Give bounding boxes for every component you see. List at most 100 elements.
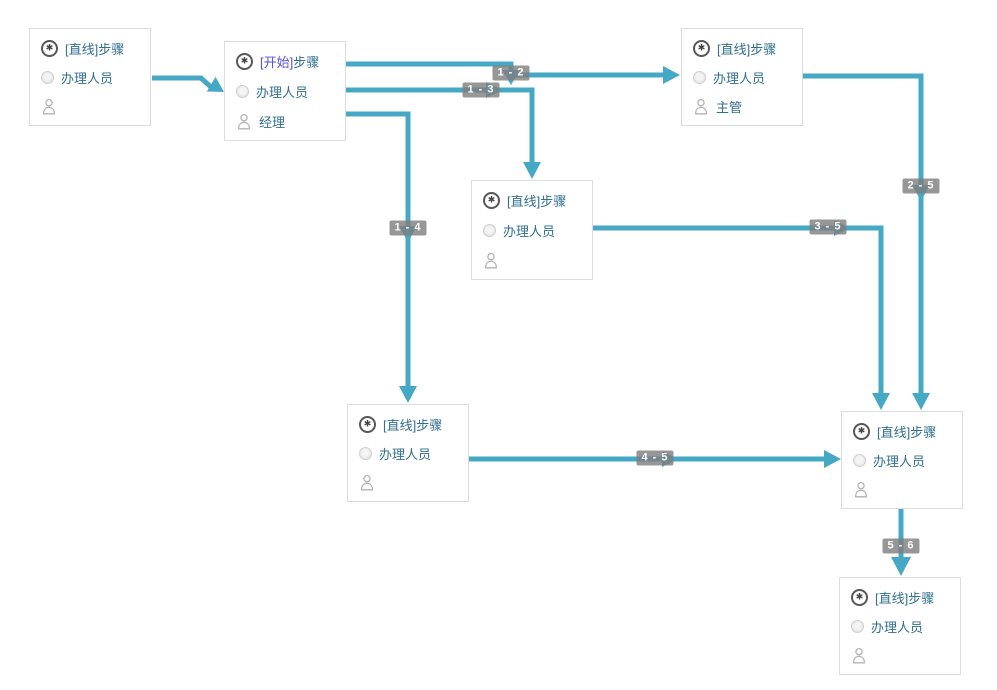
step-icon: ✱ (41, 39, 58, 57)
person-icon (360, 474, 374, 490)
step-node-6[interactable]: ✱ [直线]步骤 办理人员 (841, 411, 963, 509)
assignee-radio-icon (853, 453, 866, 467)
node-title-prefix: [直线] (877, 424, 911, 440)
step-icon-glyph: ✱ (45, 42, 54, 52)
node-title-prefix: [直线] (717, 41, 751, 57)
step-node-4[interactable]: ✱ [直线]步骤 办理人员 (471, 180, 593, 280)
step-icon: ✱ (236, 52, 253, 70)
node-title-suffix: 步骤 (293, 54, 320, 70)
node-assignee-row: 办理人员 (693, 67, 791, 87)
node-person-row: 经理 (236, 111, 334, 131)
edge-label-2-5[interactable]: 2 - 5 (902, 178, 940, 194)
edge-label-5-6[interactable]: 5 - 6 (882, 538, 920, 554)
node-assignee: 办理人员 (871, 619, 924, 635)
step-node-2-start[interactable]: ✱ [开始]步骤 办理人员 经理 (224, 41, 346, 141)
edge-line (152, 75, 214, 90)
edge-connector-3-6[interactable] (800, 73, 930, 410)
arrowhead-icon (872, 393, 890, 410)
node-title-row: ✱ [直线]步骤 (693, 38, 791, 58)
node-person-row: 主管 (693, 96, 791, 116)
person-icon (694, 98, 708, 114)
person-icon (42, 98, 56, 114)
node-title-suffix: 步骤 (416, 417, 443, 433)
node-assignee: 办理人员 (713, 70, 766, 86)
node-title-suffix: 步骤 (540, 193, 567, 209)
node-title-row: ✱ [开始]步骤 (236, 51, 334, 71)
node-assignee: 办理人员 (256, 84, 309, 100)
node-title: [直线]步骤 (875, 588, 934, 607)
node-title: [直线]步骤 (507, 191, 566, 210)
step-icon: ✱ (853, 422, 870, 440)
step-icon: ✱ (851, 588, 868, 606)
node-person-row (853, 479, 951, 499)
step-icon: ✱ (693, 39, 710, 57)
arrowhead-icon (912, 393, 930, 410)
node-title-row: ✱ [直线]步骤 (853, 421, 951, 441)
node-title-row: ✱ [直线]步骤 (41, 38, 139, 58)
node-title: [开始]步骤 (260, 52, 319, 71)
node-assignee-row: 办理人员 (851, 616, 949, 636)
node-title-prefix: [直线] (383, 417, 417, 433)
edge-connector-2-5[interactable] (343, 111, 417, 403)
edge-connector-4-6[interactable] (591, 220, 890, 410)
node-assignee: 办理人员 (379, 446, 432, 462)
person-icon (237, 113, 251, 129)
edge-line (343, 111, 411, 391)
node-title-suffix: 步骤 (908, 590, 935, 606)
step-icon-glyph: ✱ (487, 194, 496, 204)
node-person-row (359, 472, 457, 492)
step-icon-glyph: ✱ (857, 425, 866, 435)
person-icon (854, 481, 868, 497)
edge-connector-2-4[interactable] (343, 82, 541, 179)
step-icon: ✱ (359, 415, 376, 433)
node-assignee-row: 办理人员 (41, 67, 139, 87)
person-icon (484, 252, 498, 268)
step-node-3[interactable]: ✱ [直线]步骤 办理人员 主管 (681, 28, 803, 126)
assignee-radio-icon (236, 84, 249, 98)
node-assignee-row: 办理人员 (359, 443, 457, 463)
node-title-suffix: 步骤 (910, 424, 937, 440)
node-title: [直线]步骤 (65, 39, 124, 58)
node-title-row: ✱ [直线]步骤 (483, 190, 581, 210)
assignee-radio-icon (41, 70, 54, 84)
node-title-prefix: [直线] (875, 590, 909, 606)
assignee-radio-icon (693, 70, 706, 84)
arrowhead-icon (523, 162, 541, 179)
edge-label-3-5[interactable]: 3 - 5 (809, 219, 847, 235)
node-person: 经理 (259, 114, 286, 130)
node-person-row (851, 645, 949, 665)
edge-label-1-2[interactable]: 1 - 2 (492, 65, 530, 81)
arrowhead-icon (663, 66, 680, 84)
node-assignee-row: 办理人员 (483, 220, 581, 240)
step-node-5[interactable]: ✱ [直线]步骤 办理人员 (347, 404, 469, 502)
person-icon (852, 647, 866, 663)
node-title-prefix: [直线] (507, 193, 541, 209)
step-node-7[interactable]: ✱ [直线]步骤 办理人员 (839, 577, 961, 675)
node-title: [直线]步骤 (877, 422, 936, 441)
node-person-row (483, 250, 581, 270)
node-title-prefix: [直线] (65, 41, 99, 57)
node-title-suffix: 步骤 (98, 41, 125, 57)
edge-label-1-4[interactable]: 1 - 4 (389, 220, 427, 236)
node-assignee-row: 办理人员 (853, 450, 951, 470)
node-assignee: 办理人员 (61, 70, 114, 86)
arrowhead-icon (399, 386, 417, 403)
node-title-row: ✱ [直线]步骤 (359, 414, 457, 434)
node-title-suffix: 步骤 (750, 41, 777, 57)
step-icon-glyph: ✱ (855, 591, 864, 601)
node-person-row (41, 96, 139, 116)
node-assignee: 办理人员 (873, 453, 926, 469)
edge-connector-1-2[interactable] (152, 75, 224, 92)
node-assignee-row: 办理人员 (236, 81, 334, 101)
assignee-radio-icon (483, 223, 496, 237)
node-title-prefix: [开始] (260, 54, 294, 70)
edge-label-4-5[interactable]: 4 - 5 (636, 450, 674, 466)
step-node-1[interactable]: ✱ [直线]步骤 办理人员 (29, 28, 151, 126)
node-title: [直线]步骤 (383, 415, 442, 434)
assignee-radio-icon (359, 446, 372, 460)
edge-label-1-3[interactable]: 1 - 3 (462, 82, 500, 98)
step-icon-glyph: ✱ (697, 42, 706, 52)
node-title: [直线]步骤 (717, 39, 776, 58)
edge-line (591, 225, 884, 397)
